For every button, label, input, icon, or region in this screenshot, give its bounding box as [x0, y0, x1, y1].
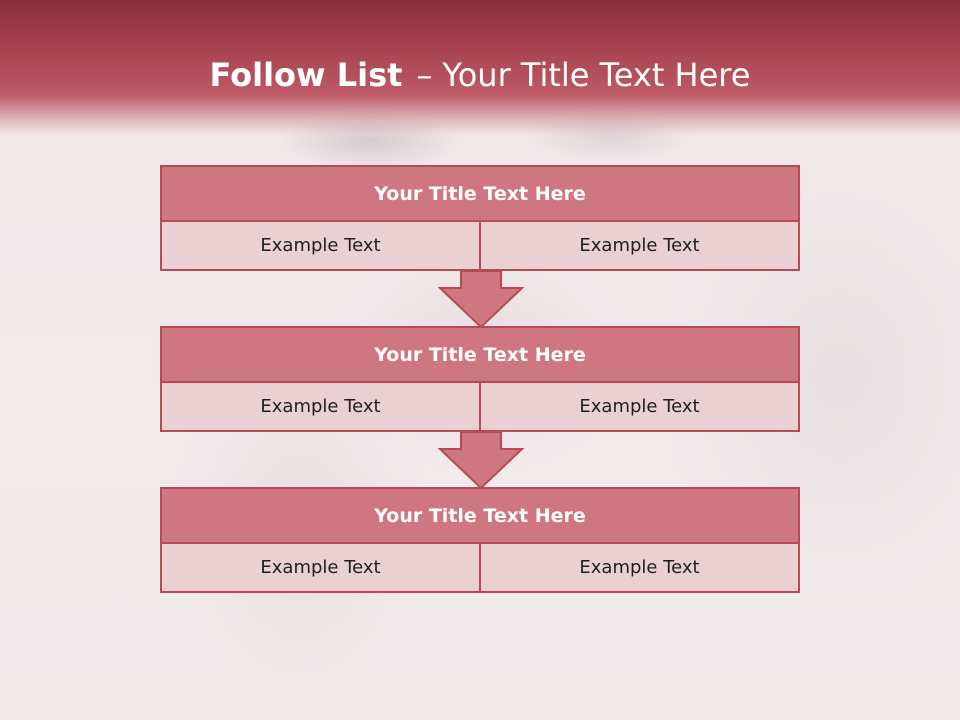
- block-title: Your Title Text Here: [160, 165, 800, 222]
- block-cell-left: Example Text: [160, 222, 480, 271]
- slide-title-dash: –: [416, 56, 433, 94]
- down-arrow-icon: [438, 431, 524, 489]
- block-cell-right: Example Text: [480, 383, 800, 432]
- block-cell-right: Example Text: [480, 544, 800, 593]
- block-title: Your Title Text Here: [160, 487, 800, 544]
- block-cell-right: Example Text: [480, 222, 800, 271]
- slide-title: Follow List–Your Title Text Here: [0, 52, 960, 98]
- slide-title-bold: Follow List: [209, 56, 403, 94]
- block-title: Your Title Text Here: [160, 326, 800, 383]
- down-arrow-icon: [438, 270, 524, 328]
- header-band: [0, 0, 960, 135]
- list-block-1: Your Title Text Here Example Text Exampl…: [160, 165, 800, 271]
- block-cell-left: Example Text: [160, 544, 480, 593]
- slide-title-rest: Your Title Text Here: [442, 56, 751, 94]
- list-block-2: Your Title Text Here Example Text Exampl…: [160, 326, 800, 432]
- list-block-3: Your Title Text Here Example Text Exampl…: [160, 487, 800, 593]
- block-cell-left: Example Text: [160, 383, 480, 432]
